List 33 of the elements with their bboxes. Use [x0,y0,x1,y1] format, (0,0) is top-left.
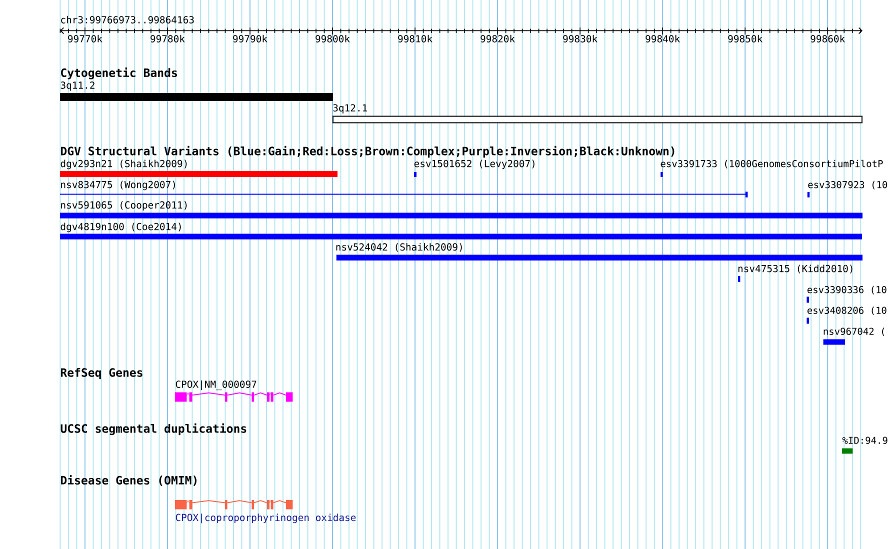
tick-label: 99860k [810,34,845,42]
track-title: RefSeq Genes [60,368,142,380]
variant-label: esv1501652 (Levy2007) [414,160,534,170]
duplication-label: %ID:94.9 [842,436,888,444]
variant-label: esv3391733 (1000GenomesConsortiumPilotP [660,160,883,168]
variant-label: esv3408206 (10 [807,306,886,316]
variant-label: nsv591065 (Cooper2011) [61,201,187,211]
variant-label: esv3307923 (10 [808,180,888,190]
tick-label: 99830k [563,34,598,42]
variant-label: nsv524042 (Shaikh2009) [336,243,462,252]
gene-label: CPOX|NM_000097 [176,380,256,390]
track-title: Disease Genes (OMIM) [60,475,196,486]
track-title: UCSC segmental duplications [60,423,246,436]
tick-label: 99820k [480,34,515,42]
scale-label: chr3:99766973..99864163 [61,16,194,24]
tick-label: 99780k [150,34,185,42]
variant-label: esv3390336 (10 [807,286,886,294]
tick-label: 99800k [316,34,350,42]
track-title: DGV Structural Variants (Blue:Gain;Red:Loss;Brown:Complex;Purple:Inversion;Black:Unknown) [60,146,674,158]
variant-label: nsv475315 (Kidd2010) [738,264,852,274]
variant-label: nsv967042 ( [824,328,884,336]
variant-label: dgv293n21 (Shaikh2009) [60,160,187,170]
tick-label: 99810k [398,34,432,42]
tick-label: 99770k [68,34,102,42]
tick-label: 99850k [728,34,762,42]
band-label: 3q12.1 [333,104,367,114]
variant-label: nsv834775 (Wong2007) [61,180,175,190]
tick-label: 99840k [646,34,680,42]
tick-label: 99790k [233,34,268,42]
track-title: Cytogenetic Bands [61,68,177,80]
variant-label: dgv4819n100 (Coe2014) [60,222,181,232]
gene-link: CPOX|coproporphyrinogen oxidase [176,514,356,524]
band-label: 3q11.2 [60,82,94,91]
